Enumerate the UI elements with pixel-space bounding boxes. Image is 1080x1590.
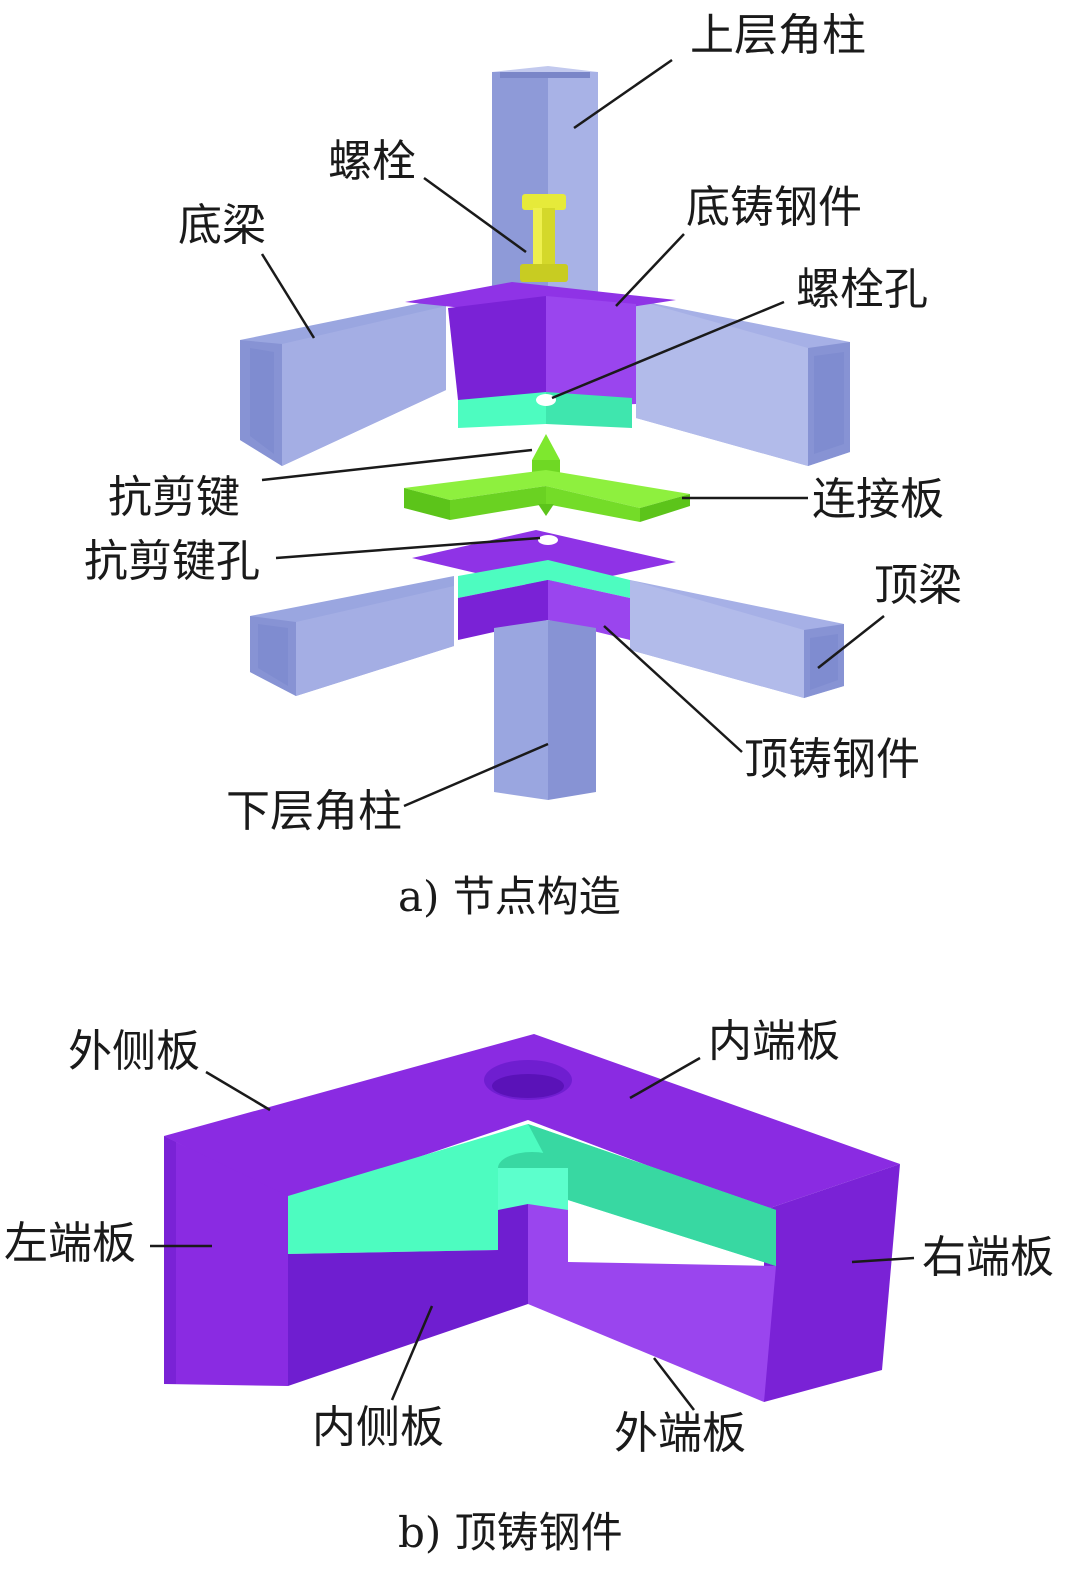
label-bottom-casting: 底铸钢件 <box>686 182 862 233</box>
connecting-plate <box>404 470 690 522</box>
label-outer-side-plate: 外侧板 <box>68 1026 200 1077</box>
label-inner-side-plate: 内侧板 <box>312 1402 444 1453</box>
label-left-end-plate: 左端板 <box>4 1218 136 1269</box>
caption-b: b) 顶铸钢件 <box>398 1508 623 1557</box>
bolt <box>520 194 568 282</box>
label-right-end-plate: 右端板 <box>922 1232 1054 1283</box>
top-beam-left <box>250 576 454 696</box>
top-surface <box>164 1034 900 1210</box>
label-outer-end-plate: 外端板 <box>614 1408 746 1459</box>
leader-lines-b <box>150 1056 915 1411</box>
lower-corner-column <box>494 620 596 800</box>
label-connecting-plate: 连接板 <box>812 474 944 525</box>
leader-lines-a <box>260 58 885 808</box>
label-shear-key-hole: 抗剪键孔 <box>84 536 260 587</box>
label-top-casting: 顶铸钢件 <box>744 734 920 785</box>
joint-assembly-diagram <box>240 58 885 808</box>
label-bottom-beam: 底梁 <box>178 200 266 251</box>
label-bolt-hole: 螺栓孔 <box>796 264 928 315</box>
bottom-beam-left <box>240 298 446 466</box>
casting-hole <box>484 1060 572 1100</box>
caption-a: a) 节点构造 <box>398 872 621 921</box>
inner-side-plate <box>288 1204 528 1386</box>
outer-end-plate <box>528 1204 776 1402</box>
label-top-beam: 顶梁 <box>874 560 962 611</box>
left-end-plate-face <box>164 1136 288 1386</box>
top-beam-right <box>630 580 844 698</box>
label-shear-key: 抗剪键 <box>108 472 240 523</box>
label-inner-end-plate: 内端板 <box>708 1016 840 1067</box>
label-upper-corner-column: 上层角柱 <box>690 10 866 61</box>
label-bolt: 螺栓 <box>328 136 416 187</box>
label-lower-corner-column: 下层角柱 <box>226 786 402 837</box>
top-casting-detail-diagram <box>150 1034 915 1411</box>
bottom-beam-right <box>636 300 850 466</box>
right-end-plate-face <box>764 1164 900 1402</box>
bottom-casting <box>405 282 676 428</box>
